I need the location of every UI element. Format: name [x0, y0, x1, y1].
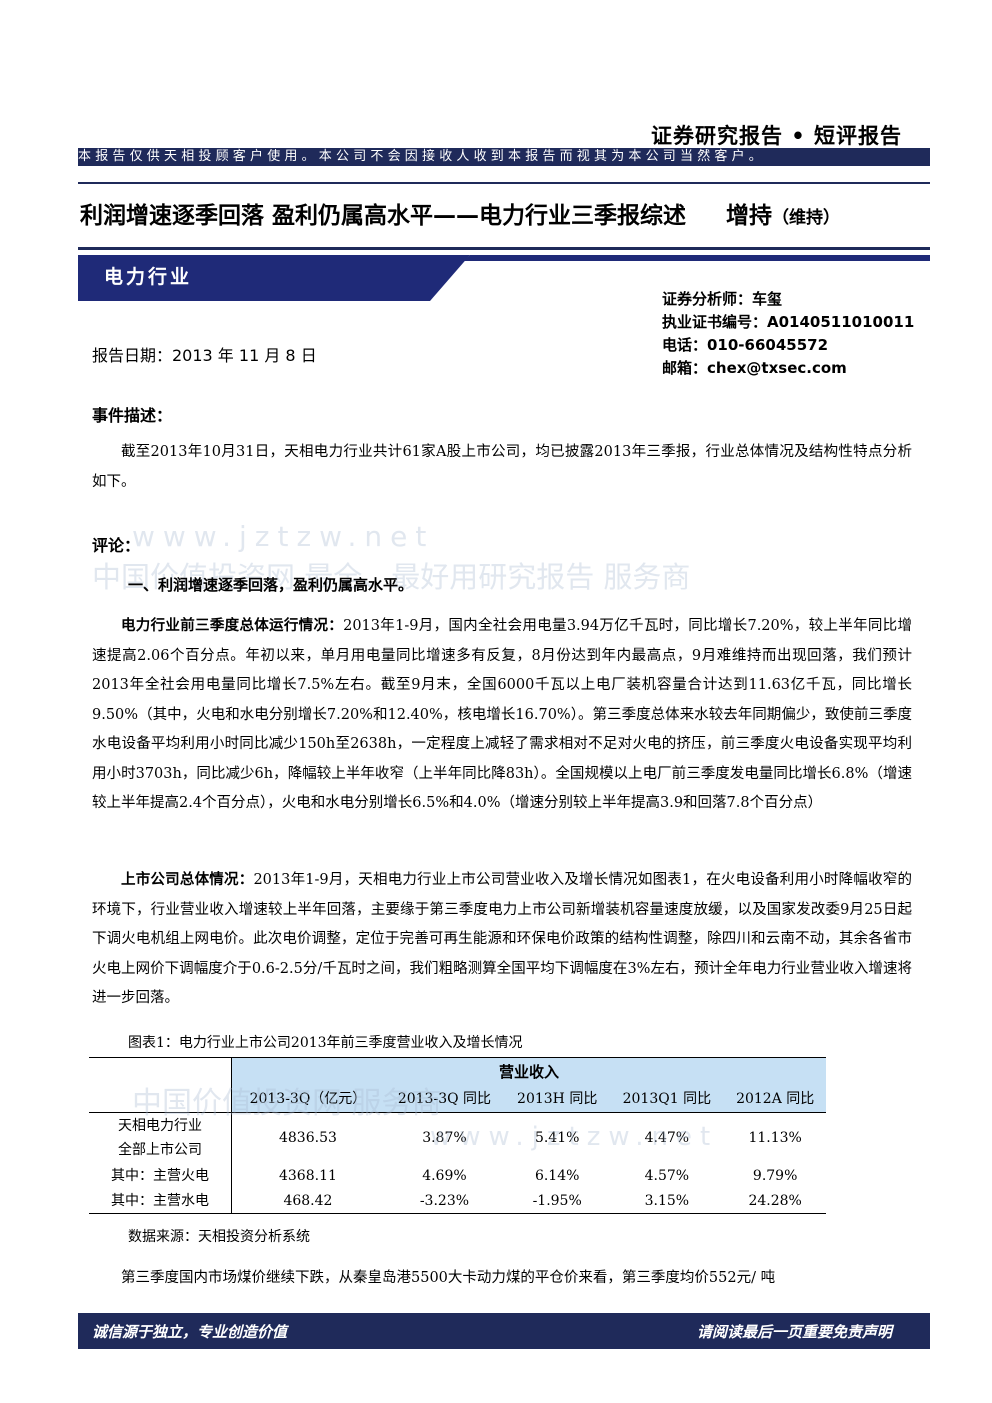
p1-lead: 电力行业前三季度总体运行情况： — [121, 618, 344, 634]
table-cell: 4.47% — [644, 1130, 690, 1146]
table-cell: 4368.11 — [278, 1167, 337, 1184]
footer-disclaimer-link[interactable]: 请阅读最后一页重要免责声明 — [696, 1323, 892, 1341]
table-cell: -3.23% — [383, 1188, 505, 1214]
analyst-license: 执业证书编号：A0140511010011 — [662, 313, 915, 331]
disclaimer-bar: 本报告仅供天相投顾客户使用。本公司不会因接收人收到本报告而视其为本公司当然客户。 — [78, 148, 930, 166]
p1-text: 2013年1-9月，国内全社会用电量3.94万亿千瓦时，同比增长7.20%，较上… — [92, 618, 912, 811]
table-cell: 3.87% — [422, 1130, 467, 1146]
title-main: 利润增速逐季回落 盈利仍属高水平——电力行业三季报综述 — [80, 203, 687, 229]
analyst-info: 证券分析师：车玺 执业证书编号：A0140511010011 电话：010-66… — [662, 288, 914, 380]
row-label: 其中：主营水电 — [89, 1188, 232, 1214]
table-cell: 24.28% — [724, 1188, 826, 1214]
table-cell: 4.57% — [644, 1167, 690, 1184]
listed-company-paragraph: 上市公司总体情况：2013年1-9月，天相电力行业上市公司营业收入及增长情况如图… — [92, 866, 912, 1014]
event-heading: 事件描述： — [92, 406, 173, 425]
p2-text: 2013年1-9月，天相电力行业上市公司营业收入及增长情况如图表1，在火电设备利… — [92, 872, 912, 1006]
table-cell: 5.41% — [534, 1130, 580, 1146]
report-date: 报告日期：2013 年 11 月 8 日 — [92, 346, 317, 365]
revenue-table: 营业收入 2013-3Q（亿元） 2013-3Q 同比 2013H 同比 201… — [89, 1057, 826, 1214]
row-label: 天相电力行业全部上市公司 — [89, 1112, 232, 1163]
overall-operation-paragraph: 电力行业前三季度总体运行情况：2013年1-9月，国内全社会用电量3.94万亿千… — [92, 612, 912, 819]
col-header: 2013-3Q 同比 — [383, 1084, 505, 1113]
watermark-url: www.jztzw.net — [132, 520, 435, 553]
report-title: 利润增速逐季回落 盈利仍属高水平——电力行业三季报综述 增持（维持） — [80, 196, 840, 230]
table-cell: 4836.53 — [278, 1130, 337, 1146]
footer-slogan: 诚信源于独立，专业创造价值 — [92, 1323, 288, 1341]
table-cell: 6.14% — [534, 1167, 580, 1184]
industry-band — [78, 247, 930, 301]
table-cell: -1.95% — [505, 1188, 610, 1214]
col-header: 2013-3Q（亿元） — [231, 1084, 384, 1113]
comment-heading: 评论： — [92, 536, 141, 555]
col-header: 2012A 同比 — [724, 1084, 826, 1113]
event-paragraph: 截至2013年10月31日，天相电力行业共计61家A股上市公司，均已披露2013… — [92, 438, 912, 497]
table-cell: 468.42 — [231, 1188, 384, 1214]
col-header: 2013Q1 同比 — [609, 1084, 725, 1113]
footer-bar — [78, 1313, 930, 1349]
table-caption: 图表1：电力行业上市公司2013年前三季度营业收入及增长情况 — [128, 1035, 523, 1051]
report-type-label: 证券研究报告 • 短评报告 — [650, 124, 902, 148]
rating: 增持 — [726, 203, 773, 229]
table-source: 数据来源：天相投资分析系统 — [128, 1229, 310, 1245]
table-corner — [89, 1057, 232, 1113]
analyst-email[interactable]: 邮箱：chex@txsec.com — [662, 359, 847, 377]
table-row: 其中：主营水电 468.42 -3.23% -1.95% 3.15% 24.28… — [89, 1188, 826, 1214]
point-one-heading: 一、利润增速逐季回落，盈利仍属高水平。 — [128, 576, 414, 594]
analyst-phone: 电话：010-66045572 — [662, 336, 829, 354]
table-group-header: 营业收入 — [231, 1057, 826, 1084]
title-top-rule — [78, 182, 930, 184]
analyst-name: 证券分析师：车玺 — [662, 290, 783, 308]
closing-text: 第三季度国内市场煤价继续下跌，从秦皇岛港5500大卡动力煤的平仓价来看，第三季度… — [121, 1270, 776, 1286]
table-row: 其中：主营火电 4368.11 4.69% 6.14% 4.57% 9.79% — [89, 1163, 826, 1188]
industry-label: 电力行业 — [104, 266, 193, 288]
disclaimer-text: 本报告仅供天相投顾客户使用。本公司不会因接收人收到本报告而视其为本公司当然客户。 — [78, 149, 767, 164]
table-cell: 3.15% — [609, 1188, 725, 1214]
closing-paragraph: 第三季度国内市场煤价继续下跌，从秦皇岛港5500大卡动力煤的平仓价来看，第三季度… — [92, 1264, 912, 1294]
table-cell: 4.69% — [422, 1167, 467, 1184]
row-label: 其中：主营火电 — [89, 1163, 232, 1188]
event-text: 截至2013年10月31日，天相电力行业共计61家A股上市公司，均已披露2013… — [92, 444, 912, 490]
table-cell: 11.13% — [748, 1130, 802, 1146]
table-header-row: 2013-3Q（亿元） 2013-3Q 同比 2013H 同比 2013Q1 同… — [89, 1084, 826, 1113]
table-row: 天相电力行业全部上市公司 4836.53 3.87% 5.41% 4.47% 1… — [89, 1112, 826, 1163]
table-cell: 9.79% — [752, 1167, 798, 1184]
rating-note: （维持） — [772, 208, 841, 228]
p2-lead: 上市公司总体情况： — [121, 872, 254, 888]
col-header: 2013H 同比 — [505, 1084, 610, 1113]
